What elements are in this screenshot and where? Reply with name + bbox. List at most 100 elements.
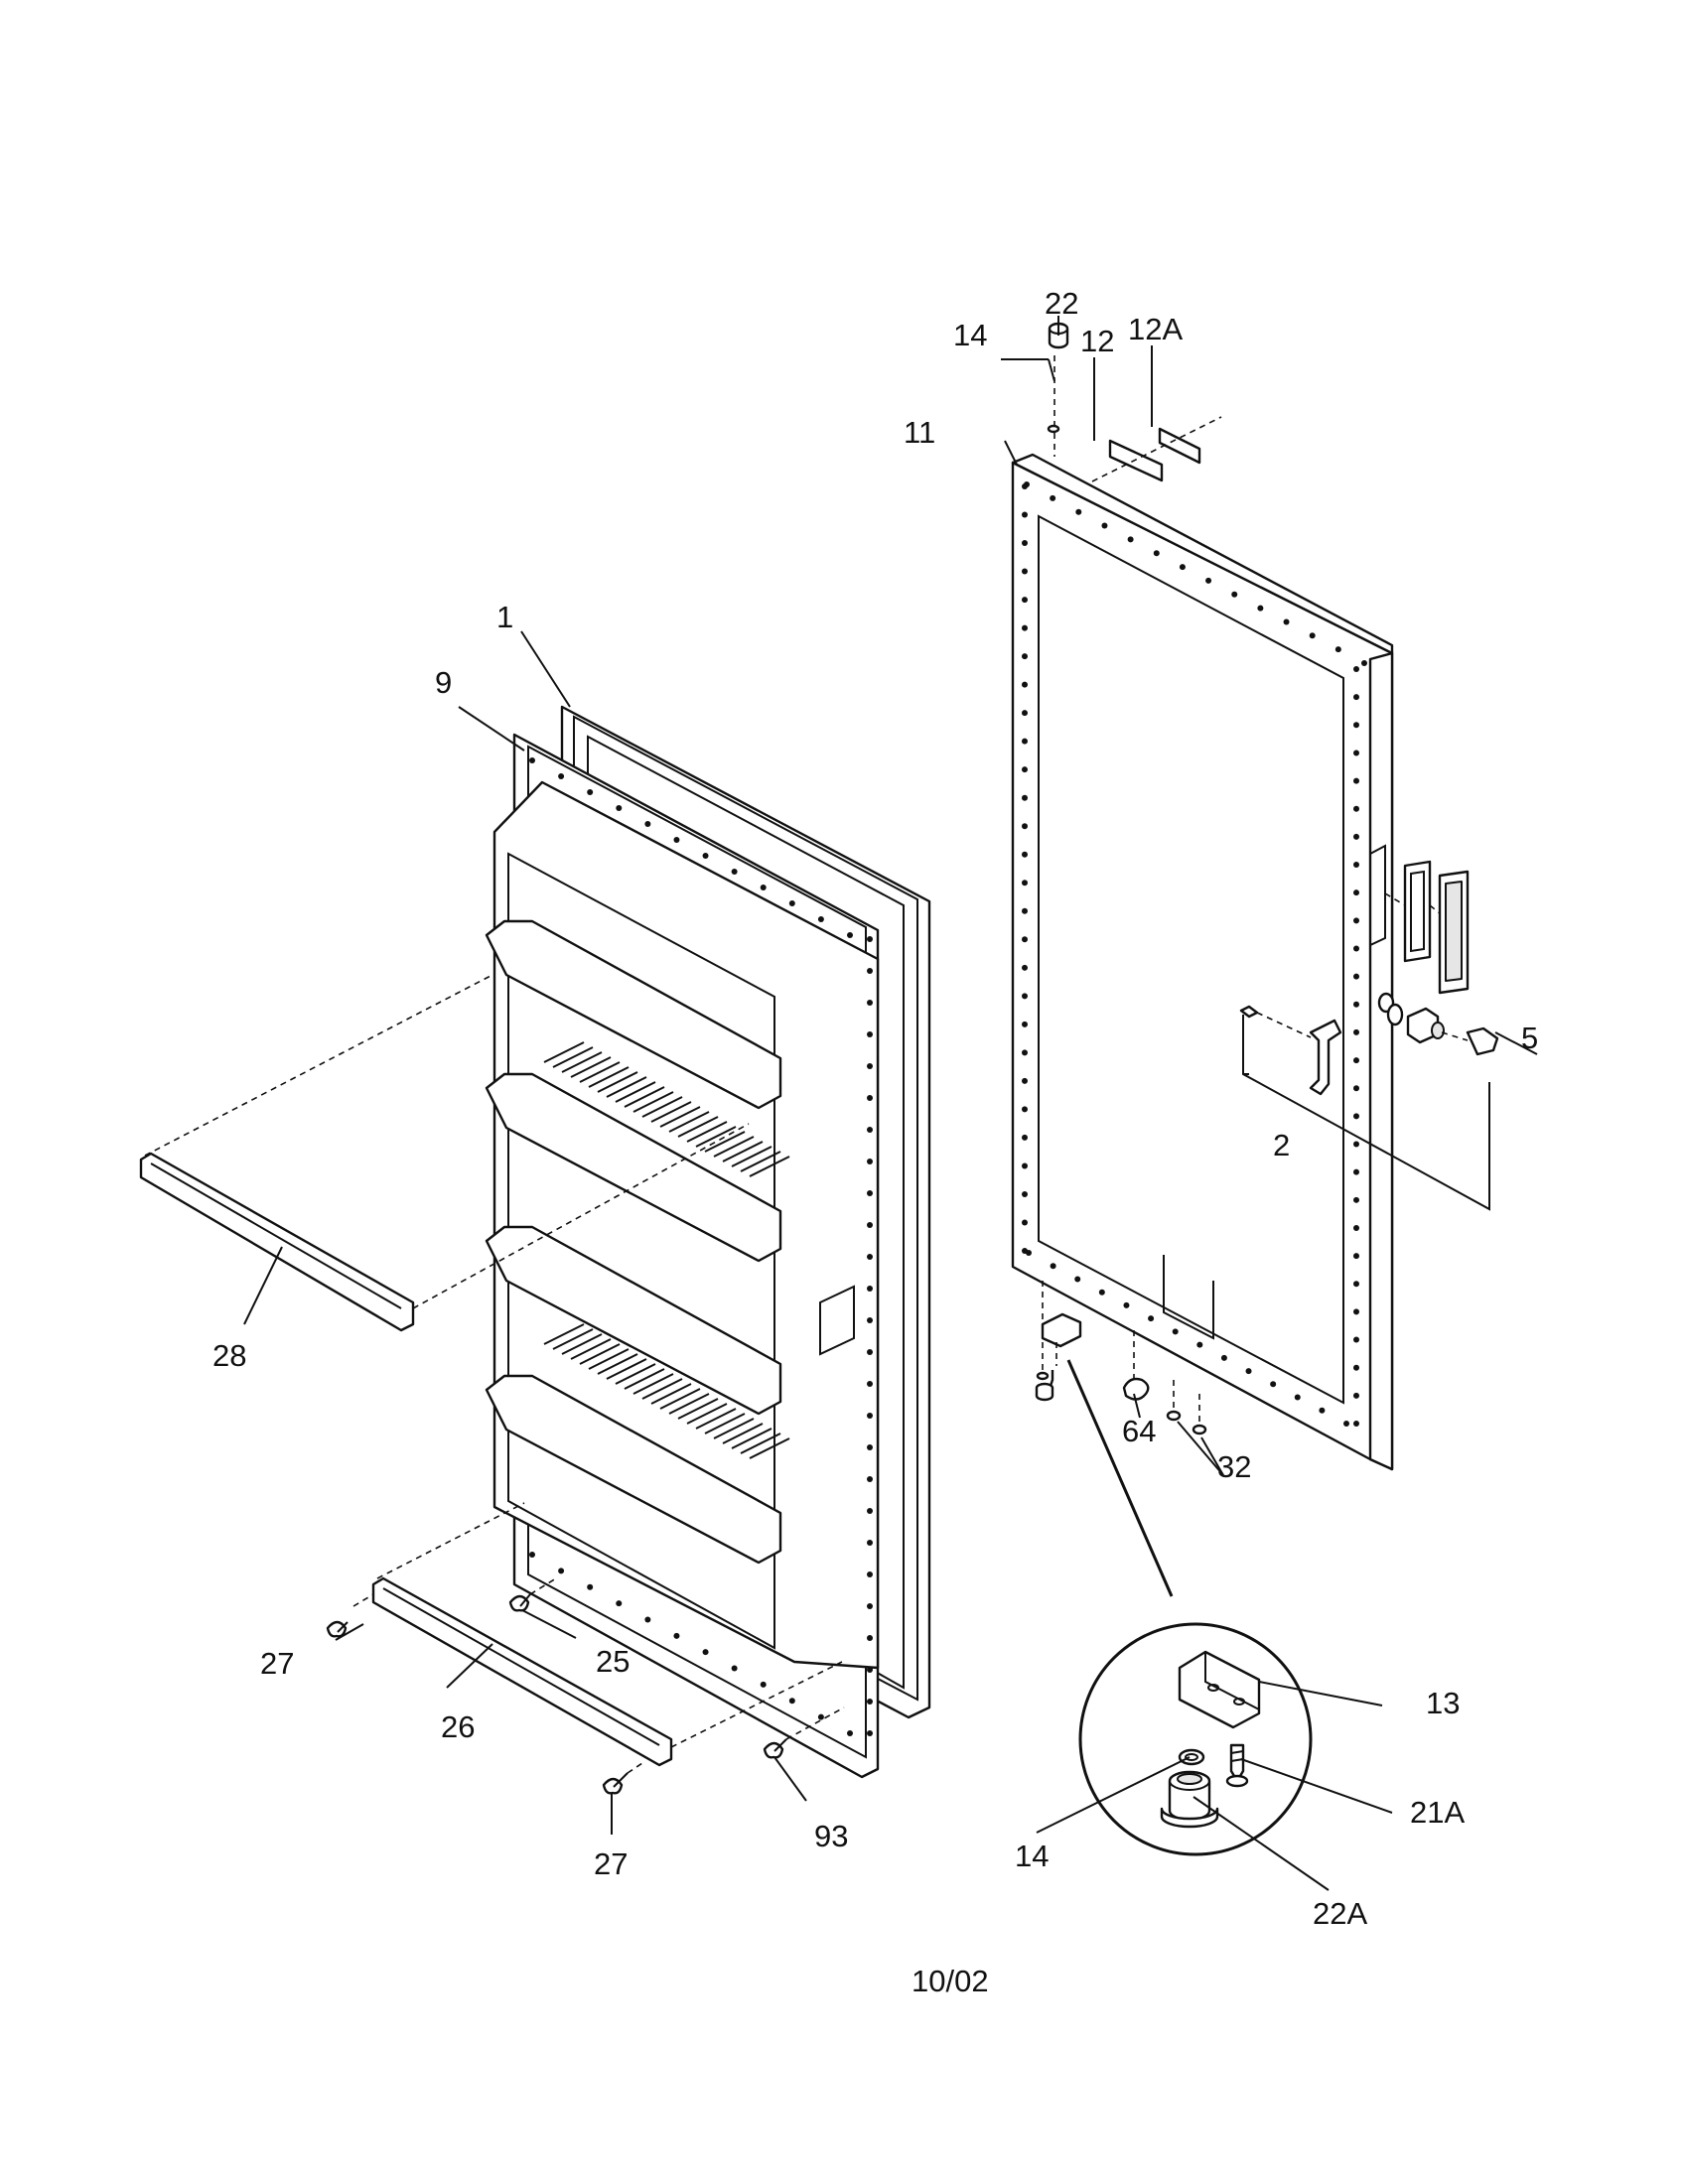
rivet-dot <box>1353 862 1359 869</box>
rivet-dot <box>731 1665 738 1672</box>
rivet-dot <box>1022 1049 1028 1056</box>
grill-rib <box>677 1398 719 1420</box>
rivet-dot <box>1022 766 1028 773</box>
rivet-dot <box>1353 1281 1359 1288</box>
callout-labels: 1 9 11 14 22 12 12A 5 2 28 64 32 27 25 2… <box>212 286 1538 1931</box>
rivet-dot <box>867 1635 873 1641</box>
callout-26: 26 <box>441 1709 475 1744</box>
rivet-dot <box>1022 1190 1028 1197</box>
rivet-dot <box>1022 624 1028 631</box>
callout-13: 13 <box>1426 1686 1460 1720</box>
rivet-dot <box>867 1667 873 1673</box>
rivet-dot <box>1022 1134 1028 1141</box>
bottom-hinge-bracket <box>1035 1281 1082 1402</box>
rivet-dot <box>817 1713 824 1720</box>
rivet-dot <box>1022 511 1028 518</box>
grill-rib <box>695 1408 737 1430</box>
rivet-dot <box>1353 1028 1359 1035</box>
callout-12: 12 <box>1080 324 1114 358</box>
grill-rib <box>632 1091 674 1113</box>
rivet-dot <box>847 1730 853 1736</box>
rivet-dot <box>867 1508 873 1514</box>
rivet-dot <box>1022 1106 1028 1113</box>
rivet-dot <box>867 1190 873 1196</box>
grill-rib <box>561 1051 603 1073</box>
rivet-dot <box>1353 973 1359 980</box>
rivet-dot <box>1148 1315 1155 1322</box>
rivet-dot <box>1022 710 1028 717</box>
rivet-dot <box>867 1222 873 1228</box>
rivet-dot <box>1353 694 1359 701</box>
grill-rib <box>615 1363 656 1385</box>
rivet-dot <box>1361 660 1367 666</box>
rivet-dot <box>1353 1253 1359 1260</box>
rivet-dot <box>1309 632 1316 639</box>
rivet-dot <box>1022 1162 1028 1169</box>
rivet-dot <box>867 1381 873 1387</box>
rivet-dot <box>1172 1328 1179 1335</box>
rivet-dot <box>867 936 873 942</box>
rivet-dot <box>867 1095 873 1101</box>
rivet-dot <box>867 1540 873 1546</box>
rivet-dot <box>1231 591 1238 598</box>
rivet-dot <box>1353 1113 1359 1120</box>
callout-12a: 12A <box>1128 312 1183 346</box>
rivet-dot <box>1353 1224 1359 1231</box>
leader-lines <box>243 316 1538 1891</box>
rivet-dot <box>867 1254 873 1260</box>
grill-rib <box>713 1136 755 1158</box>
rivet-dot <box>1353 1364 1359 1371</box>
rivet-dot <box>867 1159 873 1164</box>
callout-22a: 22A <box>1313 1896 1367 1931</box>
rivet-dot <box>867 1317 873 1323</box>
grill-rib <box>659 1106 701 1128</box>
grill-rib <box>579 1343 621 1365</box>
rivet-dot <box>1220 1354 1227 1361</box>
grill-rib <box>561 1333 603 1355</box>
rivet-dot <box>867 1286 873 1292</box>
rivet-dot <box>867 1413 873 1419</box>
rivet-dot <box>1022 568 1028 575</box>
grill-rib <box>624 1086 665 1108</box>
rivet-dot <box>1022 880 1028 887</box>
rivet-dot <box>1353 917 1359 924</box>
rivet-dot <box>529 1552 535 1558</box>
latch-strike <box>1239 1005 1490 1211</box>
rivet-dot <box>558 773 565 779</box>
rivet-dot <box>1353 1057 1359 1064</box>
grill-rib <box>704 1413 746 1434</box>
callout-11: 11 <box>904 415 935 450</box>
rivet-dot <box>867 968 873 974</box>
grill-rib <box>615 1081 656 1103</box>
callout-32: 32 <box>1217 1449 1251 1484</box>
rivet-dot <box>1022 1219 1028 1226</box>
rivet-dot <box>1353 1392 1359 1399</box>
rivet-dot <box>867 1476 873 1482</box>
rivet-dot <box>1353 1196 1359 1203</box>
label-plates <box>1091 416 1222 482</box>
lock-assembly <box>1377 992 1499 1056</box>
screws <box>326 1577 845 1795</box>
rivet-dot <box>1153 550 1160 557</box>
rivet-dot <box>788 900 795 906</box>
rivet-dot <box>1022 964 1028 971</box>
rivet-dot <box>1101 522 1108 529</box>
grill-rib <box>686 1403 728 1425</box>
grill-rib <box>579 1061 621 1083</box>
grill-rib <box>543 1041 585 1063</box>
door-liner <box>485 733 880 1779</box>
grill-rib <box>668 1111 710 1133</box>
callout-27-left: 27 <box>260 1646 294 1681</box>
grill-rib <box>570 1056 612 1078</box>
callout-2: 2 <box>1273 1128 1290 1162</box>
rivet-dot <box>731 869 738 875</box>
grill-rib <box>740 1151 781 1172</box>
grill-rib <box>606 1358 647 1380</box>
rivet-dot <box>867 1031 873 1037</box>
grill-rib <box>624 1368 665 1390</box>
grill-rib <box>597 1071 638 1093</box>
shelf-bar-bottom <box>352 1502 843 1767</box>
rivet-dot <box>867 1349 873 1355</box>
rivet-dot <box>1022 907 1028 914</box>
